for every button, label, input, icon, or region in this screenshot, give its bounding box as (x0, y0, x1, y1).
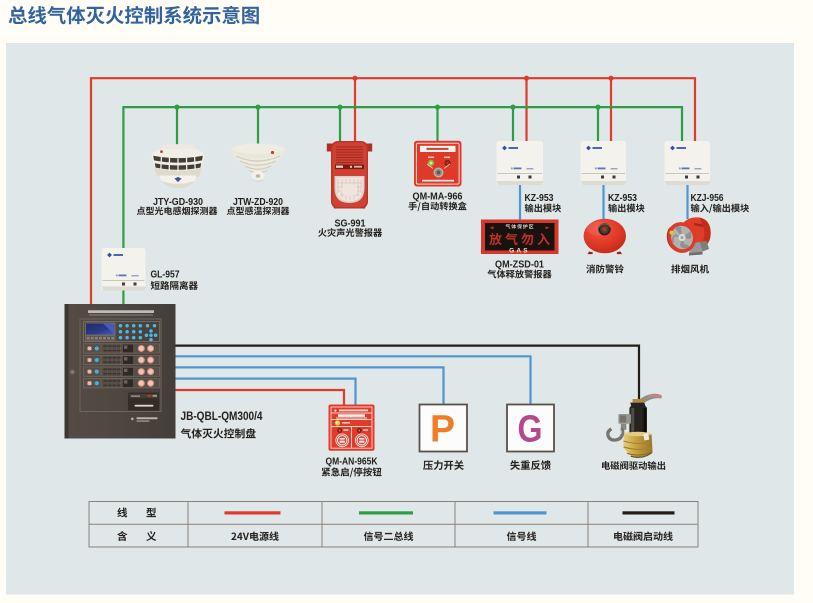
svg-text:P: P (430, 409, 455, 451)
svg-text:G: G (518, 409, 543, 451)
svg-text:KZ-953: KZ-953 (525, 193, 554, 204)
svg-text:SG-991: SG-991 (335, 219, 366, 230)
svg-text:JB-QBL-QM300/4: JB-QBL-QM300/4 (181, 411, 264, 423)
svg-text:QM-ZSD-01: QM-ZSD-01 (495, 260, 544, 271)
svg-text:KZJ-956: KZJ-956 (691, 193, 724, 204)
svg-text:JTY-GD-930: JTY-GD-930 (153, 197, 203, 208)
svg-text:KZ-953: KZ-953 (608, 193, 637, 204)
svg-text:JTW-ZD-920: JTW-ZD-920 (233, 197, 283, 208)
svg-text:QM-MA-966: QM-MA-966 (413, 192, 463, 203)
svg-text:GAS: GAS (509, 247, 530, 254)
svg-text:QM-AN-965K: QM-AN-965K (326, 457, 379, 468)
svg-text:GL-957: GL-957 (151, 270, 180, 281)
